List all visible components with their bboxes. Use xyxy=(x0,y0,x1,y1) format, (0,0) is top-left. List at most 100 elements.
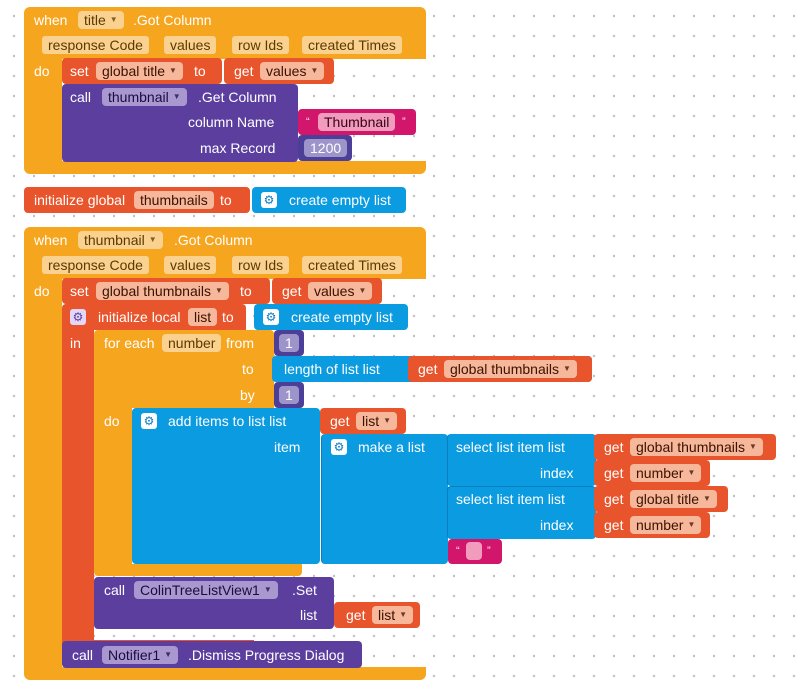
make-a-list-block[interactable] xyxy=(321,434,448,564)
variable-dropdown-global-thumbnails[interactable]: global thumbnails ▼ xyxy=(96,282,229,300)
variable-name: global title xyxy=(636,491,700,507)
event-name: .Got Column xyxy=(174,232,253,248)
variable-name: global thumbnails xyxy=(450,361,559,377)
chevron-down-icon: ▼ xyxy=(214,286,223,295)
event-name: .Got Column xyxy=(133,12,212,28)
call-keyword: call xyxy=(72,647,94,663)
component-name: ColinTreeListView1 xyxy=(140,582,260,598)
number-value[interactable]: 1 xyxy=(279,386,299,404)
column-name-label: column Name xyxy=(188,114,275,130)
variable-dropdown-number[interactable]: number ▼ xyxy=(630,516,702,534)
variable-dropdown-global-thumbnails[interactable]: global thumbnails ▼ xyxy=(630,438,763,456)
index-label: index xyxy=(540,517,574,533)
text-value[interactable]: Thumbnail xyxy=(318,113,396,131)
select-list-item-label: select list item list xyxy=(456,491,565,507)
create-empty-list-label: create empty list xyxy=(291,309,393,325)
component-name: thumbnail xyxy=(108,89,169,105)
variable-dropdown-number[interactable]: number ▼ xyxy=(630,464,702,482)
component-dropdown-thumbnail[interactable]: thumbnail ▼ xyxy=(102,88,187,106)
loop-variable-field[interactable]: number xyxy=(162,334,222,352)
variable-dropdown-values[interactable]: values ▼ xyxy=(260,62,325,80)
event-param-values[interactable]: values xyxy=(164,256,217,274)
component-dropdown-colintreelistview1[interactable]: ColinTreeListView1 ▼ xyxy=(134,581,278,599)
add-items-label: add items to list list xyxy=(168,413,287,429)
create-empty-list-block[interactable] xyxy=(254,304,408,330)
method-name: .Set xyxy=(292,582,317,598)
variable-dropdown-values[interactable]: values ▼ xyxy=(308,282,373,300)
event-param-response-code[interactable]: response Code xyxy=(42,256,149,274)
select-list-item-block-1[interactable] xyxy=(447,434,596,486)
event-param-created-times[interactable]: created Times xyxy=(302,36,402,54)
local-name-field[interactable]: list xyxy=(188,308,218,326)
mutator-gear-icon[interactable]: ⚙ xyxy=(141,413,157,429)
for-each-left-arm xyxy=(94,407,132,565)
event-block-thumbnail-left-arm xyxy=(24,278,62,668)
get-keyword: get xyxy=(234,63,254,79)
for-each-keyword: for each xyxy=(104,335,155,351)
component-name: Notifier1 xyxy=(108,647,161,663)
event-param-row-ids[interactable]: row Ids xyxy=(232,36,290,54)
number-value[interactable]: 1200 xyxy=(304,139,348,157)
to-keyword: to xyxy=(242,361,254,377)
variable-name: number xyxy=(636,465,684,481)
event-param-created-times[interactable]: created Times xyxy=(302,256,402,274)
initialize-local-left-arm xyxy=(62,329,94,641)
get-keyword: get xyxy=(282,283,302,299)
call-keyword: call xyxy=(104,582,126,598)
variable-name: global thumbnails xyxy=(636,439,745,455)
event-when-keyword: when xyxy=(34,12,68,28)
quote-open-icon: “ xyxy=(306,116,310,128)
by-keyword: by xyxy=(240,387,255,403)
get-keyword: get xyxy=(346,607,366,623)
component-name: title xyxy=(84,12,106,28)
item-label: item xyxy=(274,439,301,455)
variable-dropdown-global-title[interactable]: global title ▼ xyxy=(630,490,717,508)
get-keyword: get xyxy=(604,465,624,481)
chevron-down-icon: ▼ xyxy=(687,468,696,477)
global-name-field[interactable]: thumbnails xyxy=(134,191,214,209)
to-keyword: to xyxy=(220,192,232,208)
in-keyword: in xyxy=(70,335,81,351)
component-dropdown-thumbnail[interactable]: thumbnail ▼ xyxy=(78,231,163,249)
event-do-keyword: do xyxy=(34,63,50,79)
call-keyword: call xyxy=(70,89,92,105)
mutator-gear-icon[interactable]: ⚙ xyxy=(70,309,86,325)
initialize-global-label: initialize global xyxy=(34,192,126,208)
set-keyword: set xyxy=(70,283,89,299)
mutator-gear-icon[interactable]: ⚙ xyxy=(261,192,277,208)
variable-dropdown-global-title[interactable]: global title ▼ xyxy=(96,62,183,80)
add-items-to-list-block[interactable] xyxy=(132,408,320,564)
component-name: thumbnail xyxy=(84,232,145,248)
variable-dropdown-list[interactable]: list ▼ xyxy=(356,412,398,430)
variable-name: values xyxy=(266,63,307,79)
create-empty-list-label: create empty list xyxy=(289,192,391,208)
chevron-down-icon: ▼ xyxy=(169,66,177,75)
variable-dropdown-global-thumbnails[interactable]: global thumbnails ▼ xyxy=(444,360,577,378)
chevron-down-icon: ▼ xyxy=(172,92,181,101)
event-block-title-left-arm xyxy=(24,58,62,162)
variable-name: global title xyxy=(102,63,166,79)
component-dropdown-title[interactable]: title ▼ xyxy=(78,11,124,29)
chevron-down-icon: ▼ xyxy=(310,66,319,75)
get-keyword: get xyxy=(604,439,624,455)
get-keyword: get xyxy=(330,413,350,429)
max-record-label: max Record xyxy=(200,140,276,156)
mutator-gear-icon[interactable]: ⚙ xyxy=(331,439,347,455)
quote-close-icon: ” xyxy=(402,116,406,128)
create-empty-list-block[interactable] xyxy=(252,187,406,213)
chevron-down-icon: ▼ xyxy=(263,585,272,594)
number-value[interactable]: 1 xyxy=(279,334,299,352)
event-param-row-ids[interactable]: row Ids xyxy=(232,256,290,274)
mutator-gear-icon[interactable]: ⚙ xyxy=(263,309,279,325)
empty-text-field[interactable] xyxy=(466,542,482,560)
variable-name: global thumbnails xyxy=(102,283,211,299)
select-list-item-block-2[interactable] xyxy=(447,486,596,539)
to-keyword: to xyxy=(222,309,234,325)
event-param-values[interactable]: values xyxy=(164,36,217,54)
method-name: .Dismiss Progress Dialog xyxy=(188,647,345,663)
variable-dropdown-list[interactable]: list ▼ xyxy=(372,606,414,624)
variable-name: values xyxy=(314,283,355,299)
event-param-response-code[interactable]: response Code xyxy=(42,36,149,54)
component-dropdown-notifier1[interactable]: Notifier1 ▼ xyxy=(102,646,179,664)
list-param-label: list xyxy=(300,607,318,623)
